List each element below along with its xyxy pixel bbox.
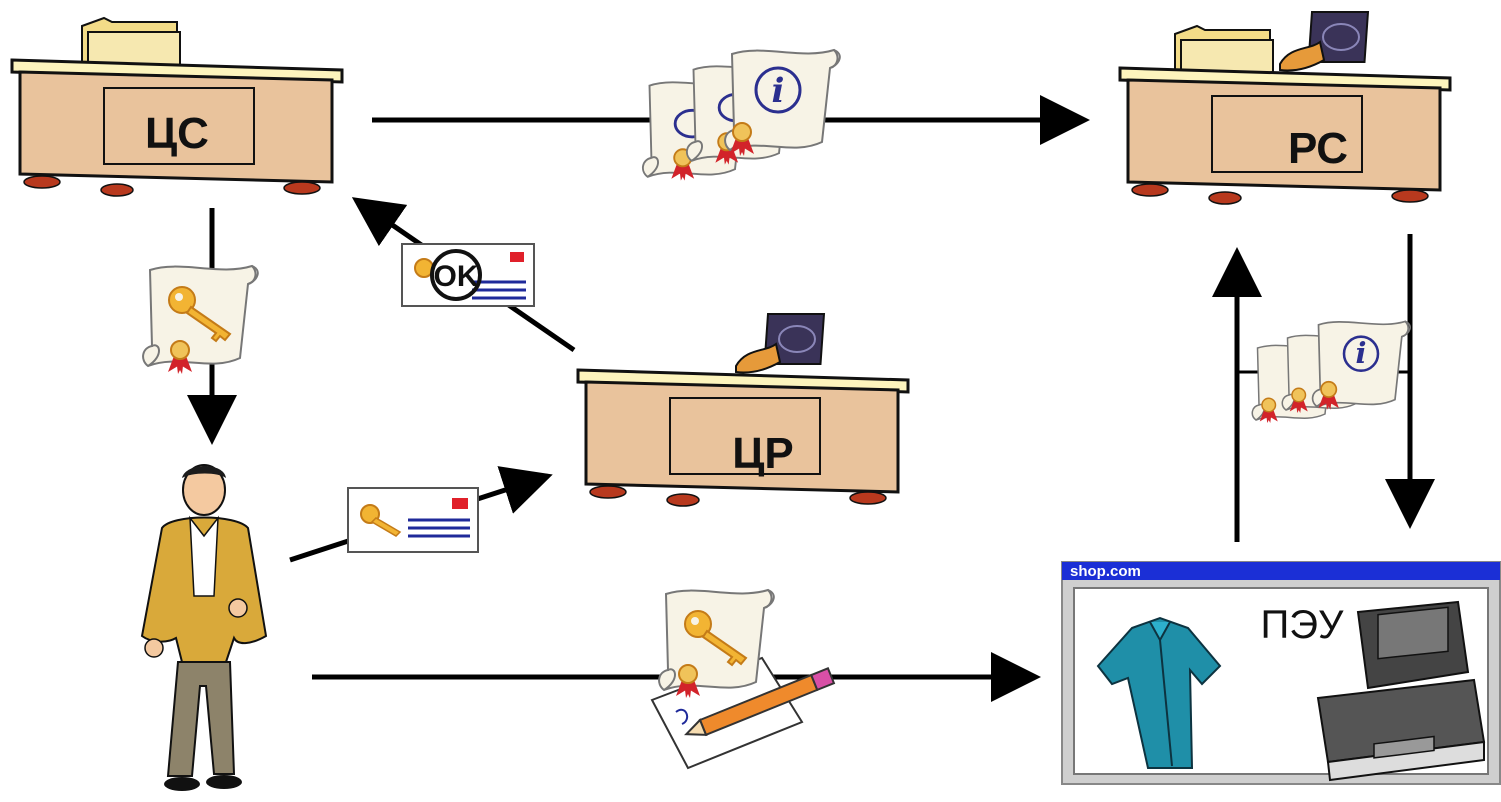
- window-title-bar: [1062, 562, 1500, 580]
- window-title: shop.com: [1070, 563, 1141, 580]
- info-icon: i: [772, 71, 785, 111]
- stamp-icon: [1279, 11, 1369, 72]
- key-certificate-icon: [658, 589, 775, 699]
- cr-desk: ЦР: [576, 313, 910, 508]
- person-icon: [140, 464, 268, 791]
- ok-text: OK: [434, 260, 479, 293]
- pos-window: shop.com ПЭУ: [1061, 561, 1501, 785]
- pos-label: ПЭУ: [1261, 603, 1345, 647]
- certificate-bundle-top: i: [641, 49, 841, 182]
- rs-label: РС: [1288, 124, 1348, 173]
- shirt-icon: [1096, 616, 1222, 769]
- rs-desk: РС: [1118, 11, 1452, 206]
- key-certificate-icon: [142, 265, 259, 375]
- info-icon: i: [1356, 336, 1367, 370]
- certificate-bundle-side: i: [1237, 320, 1411, 424]
- folder-icon: [81, 17, 181, 69]
- folder-icon: [1174, 25, 1274, 77]
- signed-order-icon: [650, 589, 836, 770]
- cr-label: ЦР: [732, 429, 794, 478]
- certificate-scroll-icon: i: [724, 49, 841, 157]
- pencil-icon: [684, 667, 836, 737]
- cs-desk: ЦС: [10, 17, 344, 198]
- stamp-icon: [735, 313, 825, 374]
- request-card-icon: [347, 487, 479, 553]
- cs-label: ЦС: [145, 109, 209, 158]
- ok-card-icon: OK: [401, 243, 535, 307]
- certificate-scroll-icon: i: [1311, 320, 1411, 411]
- cash-register-icon: [1316, 600, 1486, 782]
